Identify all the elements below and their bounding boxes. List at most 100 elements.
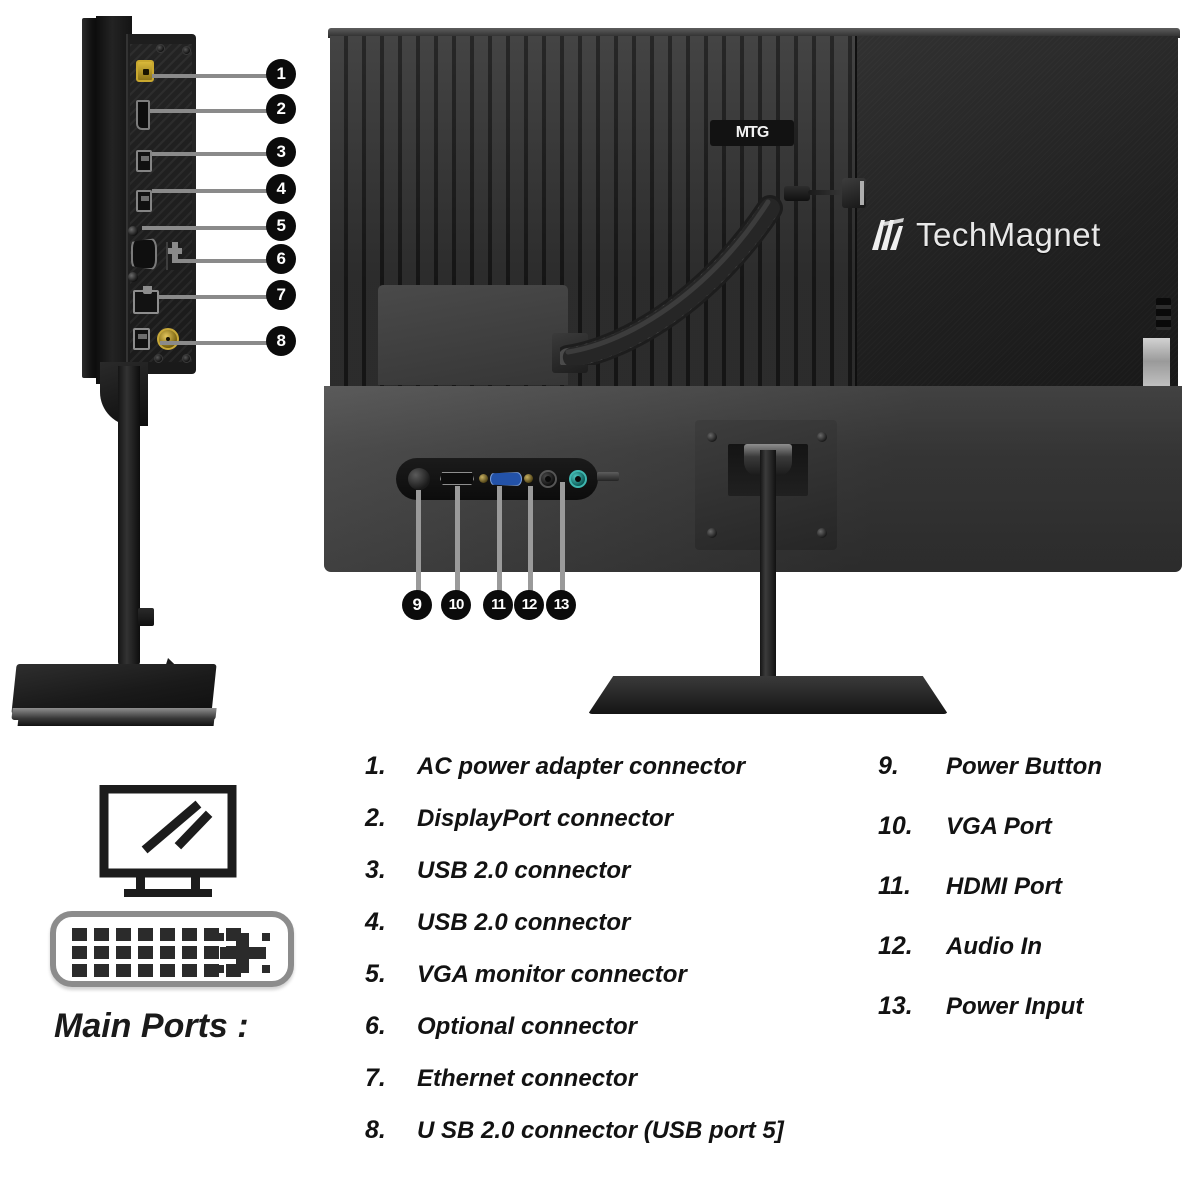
main-ports-heading: Main Ports : — [54, 1007, 249, 1045]
callout-1: 1 — [266, 59, 296, 89]
legend-label: USB 2.0 connector — [417, 909, 631, 936]
legend-item: 6. Optional connector — [365, 1012, 885, 1041]
usb-port-5[interactable] — [133, 328, 150, 350]
dvi-pin — [138, 946, 153, 959]
legend-label: U SB 2.0 connector (USB port 5] — [417, 1117, 784, 1144]
callout-13: 13 — [546, 590, 576, 620]
rear-vent-grille — [1156, 298, 1171, 330]
leader-line-13 — [560, 482, 565, 594]
legend-item: 4. USB 2.0 connector — [365, 908, 885, 937]
mtg-badge-label: MTG — [735, 124, 770, 141]
cable-plug — [842, 178, 866, 208]
monitor-display-icon — [98, 784, 238, 902]
legend-item: 7. Ethernet connector — [365, 1064, 885, 1093]
legend-column-left: 1. AC power adapter connector 2. Display… — [365, 752, 885, 1168]
dvi-connector-icon — [50, 911, 294, 987]
antenna-coax-connector[interactable] — [157, 328, 179, 350]
dvi-pin — [204, 964, 219, 977]
vga-port-side[interactable] — [131, 238, 157, 270]
leader-line-8 — [160, 341, 270, 345]
rear-top-lip — [328, 28, 1180, 38]
legend-label: Ethernet connector — [417, 1065, 638, 1092]
legend-item: 11. HDMI Port — [878, 872, 1198, 901]
cable-thin-section — [808, 190, 848, 195]
legend-label: Audio In — [946, 933, 1042, 960]
legend-label: VGA Port — [946, 813, 1052, 840]
io-plate-screw — [182, 46, 191, 55]
legend-label: HDMI Port — [946, 873, 1062, 900]
callout-7: 7 — [266, 280, 296, 310]
displayport-port[interactable] — [136, 100, 150, 130]
leader-line-11 — [497, 486, 502, 594]
vga-thumbscrew — [128, 272, 138, 282]
monitor-rear-view: MTG Tech — [310, 20, 1190, 740]
dvi-pin — [182, 928, 197, 941]
side-bezel-edge — [82, 18, 98, 378]
dc-power-jack-port[interactable] — [136, 60, 154, 82]
legend-number: 10. — [878, 812, 913, 840]
audio-jack-line-out[interactable] — [539, 470, 557, 488]
vga-port-rear[interactable] — [490, 472, 522, 486]
dvi-pin — [116, 964, 131, 977]
vga-thumbscrew — [479, 474, 488, 483]
callout-9: 9 — [402, 590, 432, 620]
brand-logo: TechMagnet — [870, 216, 1101, 254]
dvi-pin — [204, 946, 219, 959]
main-ports-block: Main Ports : — [40, 784, 340, 1075]
legend-item: 2. DisplayPort connector — [365, 804, 885, 833]
side-stand-latch — [138, 608, 154, 626]
dvi-pin — [204, 928, 219, 941]
legend-column-right: 9. Power Button 10. VGA Port 11. HDMI Po… — [878, 752, 1198, 1052]
legend-label: DisplayPort connector — [417, 805, 674, 832]
leader-line-1 — [152, 74, 270, 78]
dvi-pin — [182, 964, 197, 977]
techmagnet-m-mark-icon — [870, 218, 906, 252]
legend-number: 1. — [365, 752, 386, 780]
io-plate-screw — [182, 354, 191, 363]
legend-label: AC power adapter connector — [417, 753, 746, 780]
dvi-cross-blade-icon — [216, 933, 270, 973]
leader-line-5 — [142, 226, 270, 230]
legend-label: Power Input — [946, 993, 1084, 1020]
leader-line-9 — [416, 490, 421, 594]
dvi-pin — [72, 946, 87, 959]
rear-access-plate — [378, 285, 568, 385]
legend-label: USB 2.0 connector — [417, 857, 631, 884]
optional-connector-slot[interactable] — [166, 242, 182, 270]
legend-number: 2. — [365, 804, 386, 832]
legend-item: 5. VGA monitor connector — [365, 960, 885, 989]
callout-8: 8 — [266, 326, 296, 356]
usb-port-4[interactable] — [136, 190, 152, 212]
legend-item: 12. Audio In — [878, 932, 1198, 961]
ethernet-rj45-port[interactable] — [133, 286, 159, 314]
io-plate-screw — [154, 354, 163, 363]
dvi-pin — [72, 964, 87, 977]
side-base-foot — [17, 718, 215, 726]
legend-number: 3. — [365, 856, 386, 884]
dvi-pin — [138, 928, 153, 941]
power-button[interactable] — [408, 468, 430, 490]
legend-number: 5. — [365, 960, 386, 988]
dvi-pin — [138, 964, 153, 977]
legend-number: 8. — [365, 1116, 386, 1144]
dvi-pin — [182, 946, 197, 959]
leader-line-10 — [455, 486, 460, 594]
leader-line-6 — [172, 259, 270, 263]
monitor-side-view: 1 2 3 4 5 6 7 8 — [0, 10, 320, 740]
legend-item: 10. VGA Port — [878, 812, 1198, 841]
leader-line-12 — [528, 486, 533, 594]
vesa-screw — [707, 432, 717, 442]
cable-ferrite-bead — [784, 186, 810, 201]
vesa-screw — [817, 528, 827, 538]
hdmi-port[interactable] — [440, 472, 474, 485]
dvi-pin — [72, 928, 87, 941]
legend-item: 9. Power Button — [878, 752, 1198, 781]
side-stand-arm — [118, 366, 140, 666]
power-input-port[interactable] — [597, 472, 619, 481]
callout-3: 3 — [266, 137, 296, 167]
audio-in-jack[interactable] — [569, 470, 587, 488]
usb-port-3[interactable] — [136, 150, 152, 172]
dvi-pin — [116, 928, 131, 941]
rear-right-panel — [855, 36, 1178, 388]
